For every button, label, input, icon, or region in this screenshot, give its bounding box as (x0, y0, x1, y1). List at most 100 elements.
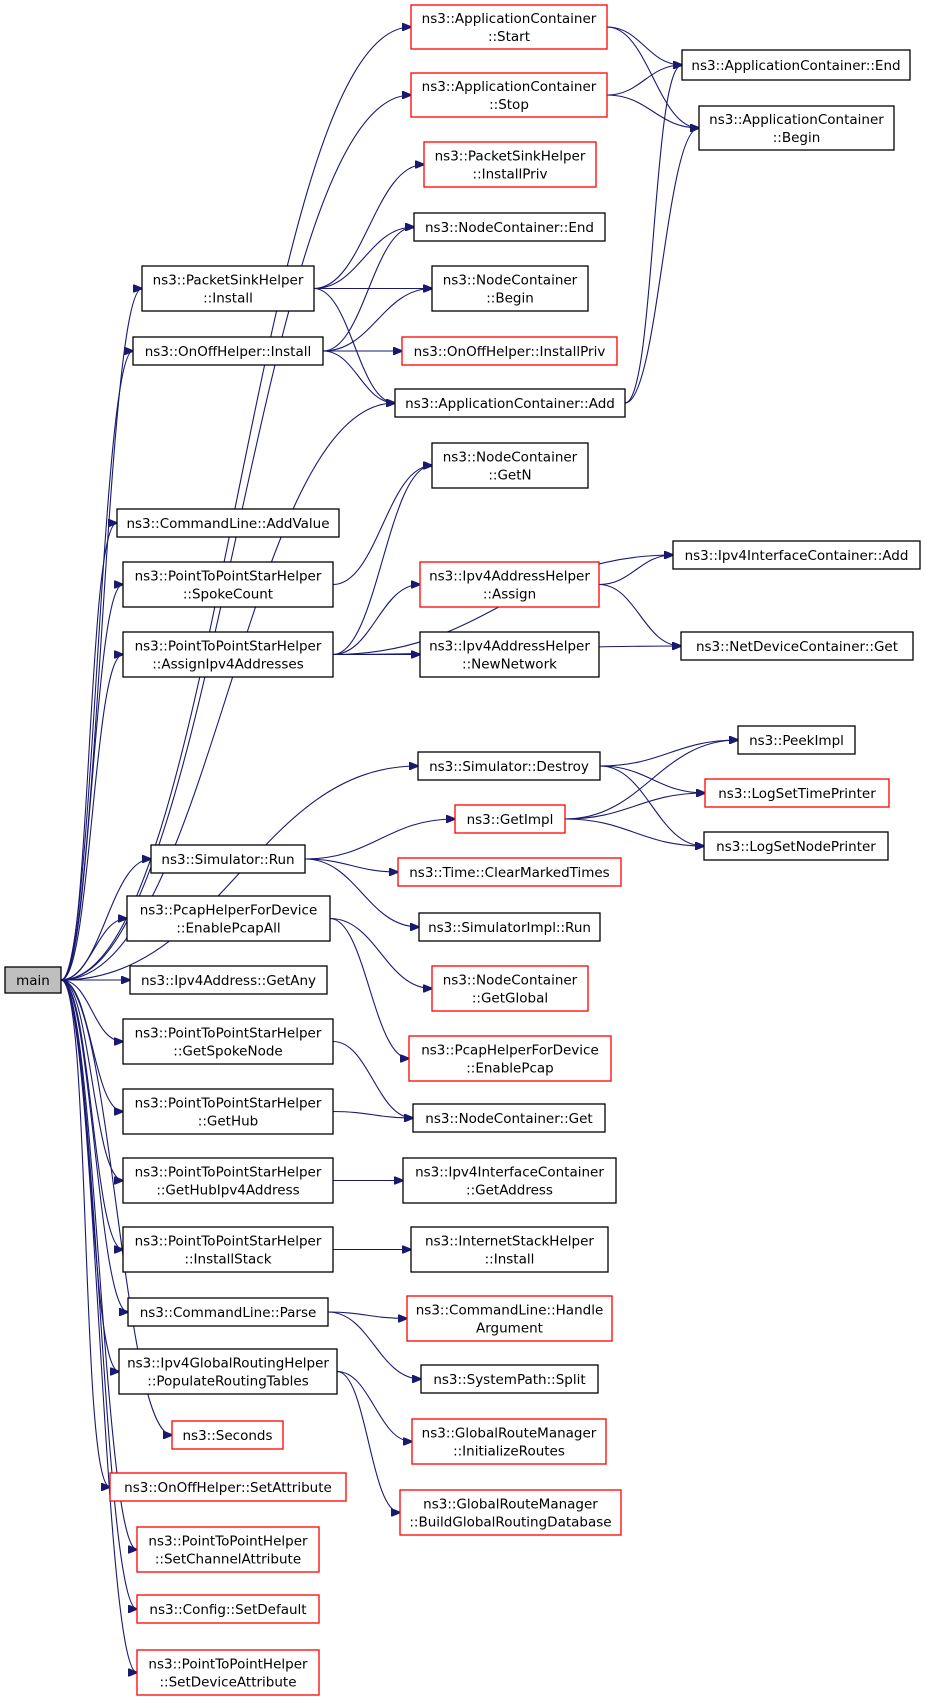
node-p2ps-get-hub[interactable]: ns3::PointToPointStarHelper::GetHub (122, 1088, 334, 1135)
node-ipv4ic-add[interactable]: ns3::Ipv4InterfaceContainer::Add (672, 540, 921, 570)
node-get-impl[interactable]: ns3::GetImpl (454, 804, 566, 834)
node-label: ::GetGlobal (472, 991, 548, 1007)
edge-app-add-to-app-begin (624, 128, 699, 404)
node-app-add[interactable]: ns3::ApplicationContainer::Add (394, 388, 626, 418)
node-oo-install-priv[interactable]: ns3::OnOffHelper::InstallPriv (401, 336, 618, 366)
node-cl-parse[interactable]: ns3::CommandLine::Parse (127, 1297, 329, 1327)
node-box (122, 631, 334, 678)
node-label: ns3::ApplicationContainer (422, 79, 597, 95)
node-nc-begin[interactable]: ns3::NodeContainer::Begin (431, 265, 589, 312)
node-nc-get[interactable]: ns3::NodeContainer::Get (412, 1103, 606, 1133)
node-p2ps-spoke-count[interactable]: ns3::PointToPointStarHelper::SpokeCount (122, 561, 334, 608)
node-p2ps-get-spoke-node[interactable]: ns3::PointToPointStarHelper::GetSpokeNod… (122, 1018, 334, 1065)
node-label: main (16, 973, 50, 989)
node-label: ns3::LogSetTimePrinter (718, 786, 876, 802)
node-grm-init[interactable]: ns3::GlobalRouteManager::InitializeRoute… (411, 1418, 607, 1465)
node-box (672, 540, 921, 570)
node-log-set-time-printer[interactable]: ns3::LogSetTimePrinter (704, 778, 890, 808)
node-label: ns3::Ipv4Address::GetAny (141, 973, 316, 989)
node-ipv4ah-new-network[interactable]: ns3::Ipv4AddressHelper::NewNetwork (419, 631, 600, 678)
node-label: ns3::PcapHelperForDevice (421, 1043, 599, 1059)
node-label: ns3::CommandLine::AddValue (126, 516, 329, 532)
node-p2p-set-channel-attr[interactable]: ns3::PointToPointHelper::SetChannelAttri… (136, 1526, 320, 1573)
edge-p2ps-spoke-count-to-nc-get-n (332, 466, 432, 586)
node-peek-impl[interactable]: ns3::PeekImpl (737, 725, 856, 755)
node-pcap-enable[interactable]: ns3::PcapHelperForDevice::EnablePcap (408, 1035, 612, 1082)
node-cfg-set-default[interactable]: ns3::Config::SetDefault (136, 1594, 320, 1624)
node-log-set-node-printer[interactable]: ns3::LogSetNodePrinter (703, 831, 889, 861)
node-p2ps-get-hub-ipv4[interactable]: ns3::PointToPointStarHelper::GetHubIpv4A… (122, 1157, 334, 1204)
node-box (136, 1526, 320, 1573)
node-box (410, 4, 608, 50)
function-nodes: main ns3::ApplicationContainer::Startns3:… (4, 4, 921, 1696)
edge-main-to-p2ps-install-stack (60, 979, 123, 1250)
node-box (399, 1489, 622, 1536)
node-box (122, 561, 334, 608)
node-app-begin[interactable]: ns3::ApplicationContainer::Begin (698, 105, 895, 151)
node-box (402, 1157, 617, 1204)
edge-sim-run-to-time-clear (304, 858, 398, 872)
node-time-clear[interactable]: ns3::Time::ClearMarkedTimes (397, 857, 622, 887)
node-nc-get-n[interactable]: ns3::NodeContainer::GetN (431, 442, 589, 489)
node-sp-split[interactable]: ns3::SystemPath::Split (420, 1364, 599, 1394)
node-ipv4-get-any[interactable]: ns3::Ipv4Address::GetAny (129, 965, 328, 995)
node-label: ns3::PacketSinkHelper (435, 149, 586, 165)
node-app-start[interactable]: ns3::ApplicationContainer::Start (410, 4, 608, 50)
node-main[interactable]: main (4, 966, 62, 994)
edge-app-stop-to-app-end (606, 65, 682, 96)
node-cl-add-value[interactable]: ns3::CommandLine::AddValue (116, 508, 340, 538)
node-box (136, 1649, 320, 1696)
node-seconds[interactable]: ns3::Seconds (171, 1420, 284, 1450)
node-label: ns3::PointToPointHelper (148, 1534, 308, 1550)
node-ps-install-priv[interactable]: ns3::PacketSinkHelper::InstallPriv (423, 141, 597, 188)
edge-sim-run-to-get-impl (304, 819, 455, 860)
node-app-end[interactable]: ns3::ApplicationContainer::End (681, 49, 911, 81)
node-label: ns3::Seconds (183, 1428, 273, 1444)
node-box (431, 442, 589, 489)
node-ipv4grh-populate[interactable]: ns3::Ipv4GlobalRoutingHelper::PopulateRo… (118, 1348, 338, 1395)
node-label: ::EnablePcap (466, 1061, 554, 1077)
node-label: ns3::SystemPath::Split (433, 1372, 585, 1388)
node-nc-end[interactable]: ns3::NodeContainer::End (413, 212, 606, 242)
node-p2ps-assign[interactable]: ns3::PointToPointStarHelper::AssignIpv4A… (122, 631, 334, 678)
node-label: ns3::PointToPointHelper (148, 1657, 308, 1673)
node-sim-destroy[interactable]: ns3::Simulator::Destroy (417, 751, 601, 781)
edge-p2ps-get-hub-to-nc-get (332, 1110, 413, 1119)
node-sim-run[interactable]: ns3::Simulator::Run (150, 844, 306, 874)
node-box (431, 265, 589, 312)
node-oo-install[interactable]: ns3::OnOffHelper::Install (132, 336, 324, 366)
edge-main-to-p2p-set-device-attr (60, 979, 137, 1673)
node-sim-impl-run[interactable]: ns3::SimulatorImpl::Run (418, 912, 601, 942)
node-box (116, 508, 340, 538)
node-label: ns3::Simulator::Destroy (429, 759, 589, 775)
node-box (454, 804, 566, 834)
node-ndc-get[interactable]: ns3::NetDeviceContainer::Get (680, 631, 914, 661)
node-ipv4ic-get-address[interactable]: ns3::Ipv4InterfaceContainer::GetAddress (402, 1157, 617, 1204)
node-p2ps-install-stack[interactable]: ns3::PointToPointStarHelper::InstallStac… (122, 1226, 334, 1273)
edge-main-to-cfg-set-default (60, 979, 137, 1609)
node-box (122, 1018, 334, 1065)
node-ipv4ah-assign[interactable]: ns3::Ipv4AddressHelper::Assign (419, 561, 600, 608)
node-label: ns3::PointToPointStarHelper (135, 569, 322, 585)
node-app-stop[interactable]: ns3::ApplicationContainer::Stop (410, 72, 608, 118)
edge-main-to-p2ps-assign (60, 655, 123, 981)
node-pcap-enable-all[interactable]: ns3::PcapHelperForDevice::EnablePcapAll (126, 895, 331, 942)
node-label: ns3::NodeContainer::Get (425, 1111, 592, 1127)
edge-sim-destroy-to-peek-impl (599, 740, 738, 767)
node-grm-build[interactable]: ns3::GlobalRouteManager::BuildGlobalRout… (399, 1489, 622, 1536)
node-label: ns3::NodeContainer (443, 450, 578, 466)
node-label: ::GetN (488, 468, 531, 484)
edge-pcap-enable-all-to-nc-get-global (329, 917, 432, 989)
node-label: ns3::ApplicationContainer::End (691, 58, 900, 74)
node-box (171, 1420, 284, 1450)
node-label: ns3::Ipv4InterfaceContainer (415, 1165, 604, 1181)
node-box (419, 561, 600, 608)
node-oo-set-attr[interactable]: ns3::OnOffHelper::SetAttribute (109, 1472, 347, 1502)
node-box (420, 1364, 599, 1394)
node-ish-install[interactable]: ns3::InternetStackHelper::Install (410, 1226, 609, 1273)
node-nc-get-global[interactable]: ns3::NodeContainer::GetGlobal (431, 965, 589, 1012)
node-box (122, 1157, 334, 1204)
node-p2p-set-device-attr[interactable]: ns3::PointToPointHelper::SetDeviceAttrib… (136, 1649, 320, 1696)
node-ps-install[interactable]: ns3::PacketSinkHelper::Install (141, 265, 315, 312)
